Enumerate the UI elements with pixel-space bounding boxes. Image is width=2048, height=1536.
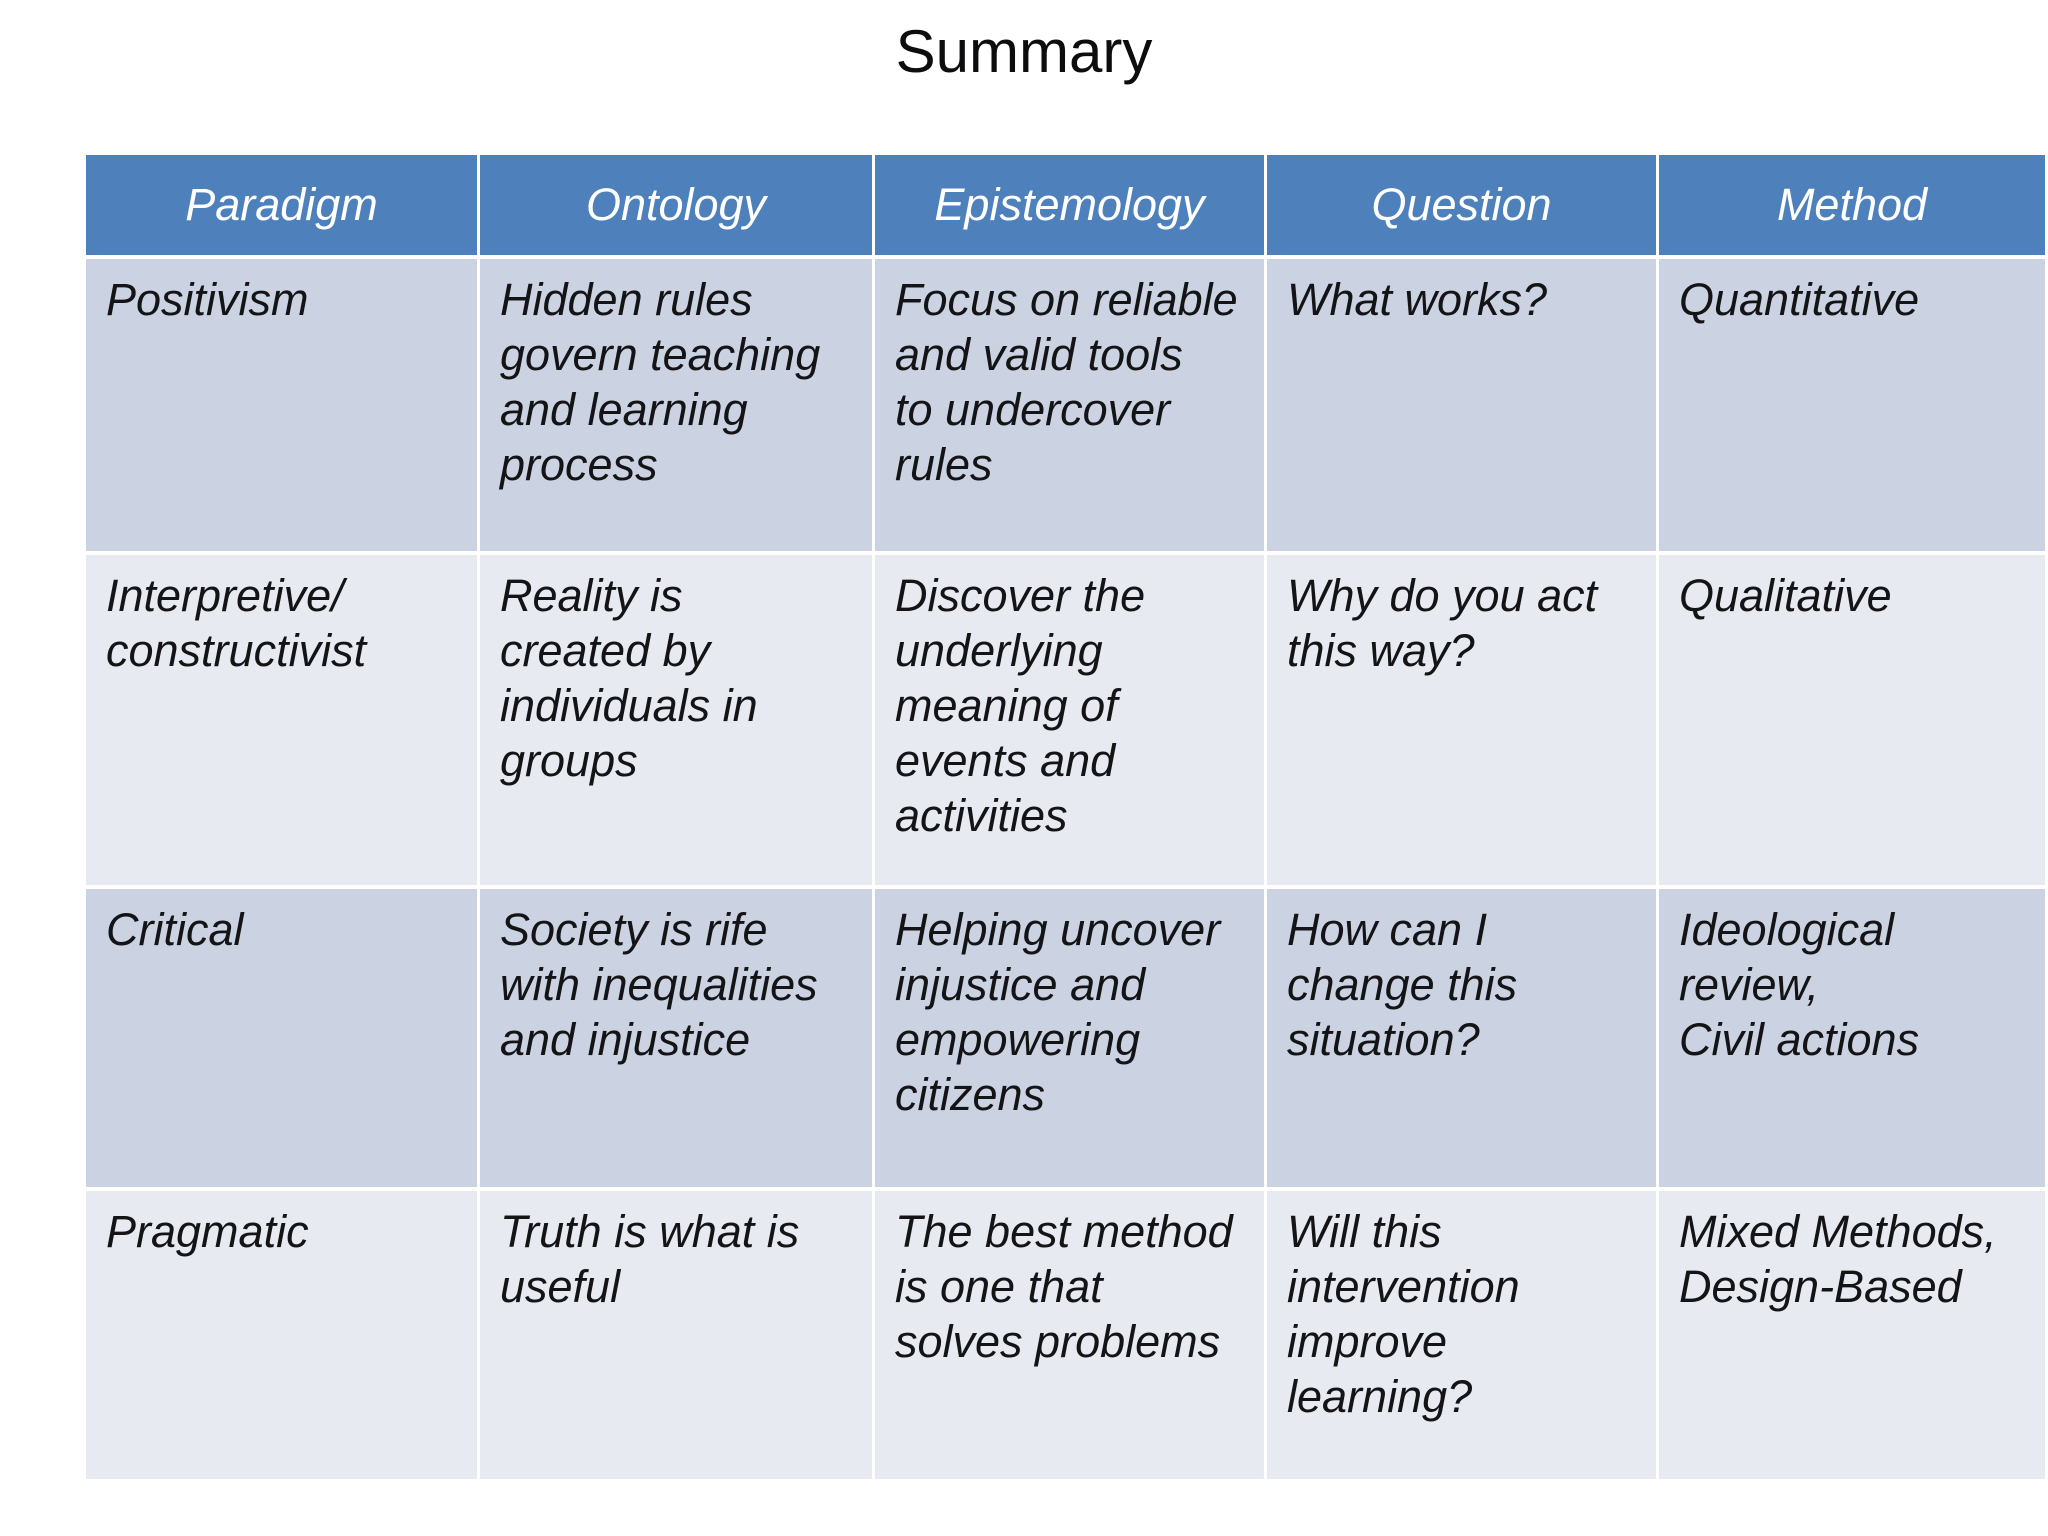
- cell-r2-paradigm: Interpretive/ constructivist: [86, 555, 477, 885]
- cell-r2-question: Why do you act this way?: [1267, 555, 1656, 885]
- cell-r4-method: Mixed Methods, Design-Based: [1659, 1191, 2045, 1479]
- cell-r2-method: Qualitative: [1659, 555, 2045, 885]
- column-header-ontology: Ontology: [480, 155, 872, 255]
- cell-r1-epistemology: Focus on reliable and valid tools to und…: [875, 259, 1264, 551]
- summary-table: Paradigm Ontology Epistemology Question …: [86, 155, 2045, 1479]
- column-header-method: Method: [1659, 155, 2045, 255]
- cell-r3-question: How can I change this situation?: [1267, 889, 1656, 1187]
- cell-r4-epistemology: The best method is one that solves probl…: [875, 1191, 1264, 1479]
- column-header-epistemology: Epistemology: [875, 155, 1264, 255]
- cell-r1-paradigm: Positivism: [86, 259, 477, 551]
- cell-r4-paradigm: Pragmatic: [86, 1191, 477, 1479]
- cell-r1-ontology: Hidden rules govern teaching and learnin…: [480, 259, 872, 551]
- cell-r1-method: Quantitative: [1659, 259, 2045, 551]
- column-header-paradigm: Paradigm: [86, 155, 477, 255]
- cell-r3-ontology: Society is rife with inequalities and in…: [480, 889, 872, 1187]
- cell-r4-ontology: Truth is what is useful: [480, 1191, 872, 1479]
- cell-r3-paradigm: Critical: [86, 889, 477, 1187]
- cell-r4-question: Will this intervention improve learning?: [1267, 1191, 1656, 1479]
- cell-r3-method: Ideological review, Civil actions: [1659, 889, 2045, 1187]
- slide-title: Summary: [895, 18, 1153, 85]
- column-header-question: Question: [1267, 155, 1656, 255]
- cell-r1-question: What works?: [1267, 259, 1656, 551]
- cell-r2-ontology: Reality is created by individuals in gro…: [480, 555, 872, 885]
- cell-r3-epistemology: Helping uncover injustice and empowering…: [875, 889, 1264, 1187]
- cell-r2-epistemology: Discover the underlying meaning of event…: [875, 555, 1264, 885]
